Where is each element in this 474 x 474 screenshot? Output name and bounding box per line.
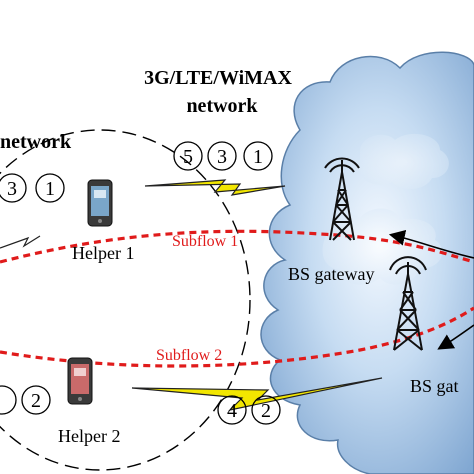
packet-left-top-2: 1: [45, 178, 55, 200]
packet-top-2: 3: [217, 146, 227, 168]
packet-top-3: 1: [253, 146, 263, 168]
packet-bottom-2: 2: [261, 400, 271, 422]
left-network-label: network: [0, 131, 72, 153]
bs-tower-2: [389, 256, 427, 351]
packet-top-1: 5: [183, 146, 193, 168]
packets-left-bottom: [0, 385, 51, 415]
packet-bottom-1: 4: [227, 400, 237, 422]
packet-left-top-1: 3: [7, 178, 17, 200]
bs-gateway-1-label: BS gateway: [288, 264, 374, 284]
smartphone-icon-helper2: [67, 357, 93, 405]
subflow-1-path: [0, 229, 474, 264]
packet-left-bottom-2: 2: [31, 390, 41, 412]
network-title-line2: network: [186, 95, 258, 117]
bs-gateway-2-label: BS gat: [410, 376, 459, 396]
bs-tower-1: [324, 157, 360, 241]
subflow-1-label: Subflow 1: [172, 233, 238, 250]
lightning-bolt-left-top: [0, 235, 41, 249]
lightning-bolt-bottom: [131, 377, 383, 412]
packets-top: [173, 141, 273, 171]
helper-1-label: Helper 1: [72, 243, 134, 263]
helper-2-label: Helper 2: [58, 426, 120, 446]
packets-left-top: [0, 173, 65, 203]
smartphone-icon-helper1: [87, 179, 113, 227]
network-title-line1: 3G/LTE/WiMAX: [144, 67, 292, 89]
packets-bottom: [217, 395, 281, 425]
arrow-to-bs-gateway-2: [437, 324, 474, 350]
subflow-2-label: Subflow 2: [156, 347, 222, 364]
local-network-boundary: [0, 129, 251, 471]
arrow-to-bs-gateway: [388, 229, 474, 259]
lightning-bolt-top: [144, 179, 286, 196]
